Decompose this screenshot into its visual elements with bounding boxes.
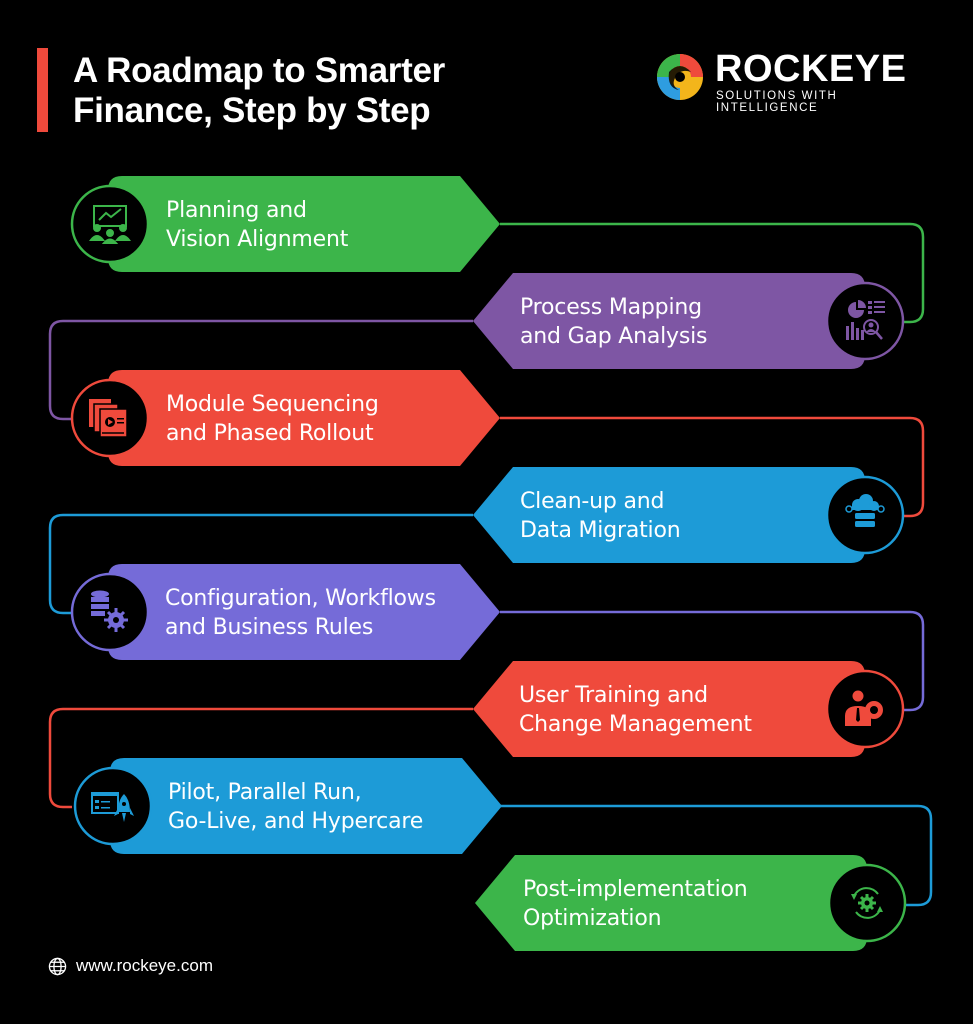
step-4-line-2: Data Migration [520, 518, 681, 543]
page-title: A Roadmap to Smarter Finance, Step by St… [73, 51, 445, 131]
connector-5-6 [500, 610, 925, 712]
logo-name: ROCKEYE [715, 48, 907, 90]
title-accent-bar [37, 48, 48, 132]
title-line-1: A Roadmap to Smarter [73, 51, 445, 90]
step-5-line-1: Configuration, Workflows [165, 586, 436, 611]
step-8-line-1: Post-implementation [523, 877, 748, 902]
connector-7-8 [500, 804, 933, 907]
connector-1-2 [500, 222, 925, 324]
cloud-server-icon [845, 494, 885, 527]
connector-6-7 [48, 707, 473, 809]
globe-icon [48, 957, 67, 975]
step-7-line-1: Pilot, Parallel Run, [168, 780, 362, 805]
step-5-label: Configuration, Workflows and Business Ru… [165, 584, 436, 642]
step-2-label: Process Mapping and Gap Analysis [520, 293, 708, 351]
step-6-label: User Training and Change Management [519, 681, 752, 739]
step-1-banner [70, 176, 500, 272]
step-5-line-2: and Business Rules [165, 615, 374, 640]
presentation-meeting-icon [88, 205, 132, 244]
gear-cycle-icon [851, 887, 883, 919]
step-4-line-1: Clean-up and [520, 489, 665, 514]
title-line-2: Finance, Step by Step [73, 91, 431, 130]
swirl-logo-icon [657, 54, 703, 100]
step-4-label: Clean-up and Data Migration [520, 487, 681, 545]
database-gear-icon [91, 590, 128, 632]
step-7-line-2: Go-Live, and Hypercare [168, 809, 424, 834]
connector-4-5 [48, 513, 473, 615]
step-6-line-1: User Training and [519, 683, 708, 708]
step-7-label: Pilot, Parallel Run, Go-Live, and Hyperc… [168, 778, 423, 836]
website-link[interactable]: www.rockeye.com [76, 956, 213, 975]
step-3-line-1: Module Sequencing [166, 392, 379, 417]
stacked-windows-video-icon [89, 399, 128, 438]
step-3-label: Module Sequencing and Phased Rollout [166, 390, 379, 448]
connector-2-3 [48, 319, 473, 421]
step-6-line-2: Change Management [519, 712, 752, 737]
connector-3-4 [500, 416, 925, 518]
rockeye-logo: ROCKEYE SOLUTIONS WITH INTELLIGENCE [655, 48, 930, 114]
step-3-line-2: and Phased Rollout [166, 421, 374, 446]
step-8-line-2: Optimization [523, 906, 662, 931]
user-gear-icon [845, 690, 883, 726]
step-7-banner [73, 758, 502, 854]
step-2-line-1: Process Mapping [520, 295, 702, 320]
analytics-search-icon [846, 300, 885, 340]
website-footer: www.rockeye.com [48, 955, 213, 977]
step-1-line-2: Vision Alignment [166, 227, 349, 252]
checklist-rocket-icon [91, 792, 134, 822]
logo-tagline: SOLUTIONS WITH INTELLIGENCE [716, 90, 838, 114]
step-1-line-1: Planning and [166, 198, 307, 223]
step-1-label: Planning and Vision Alignment [166, 196, 348, 254]
step-2-line-2: and Gap Analysis [520, 324, 708, 349]
step-8-label: Post-implementation Optimization [523, 875, 748, 933]
